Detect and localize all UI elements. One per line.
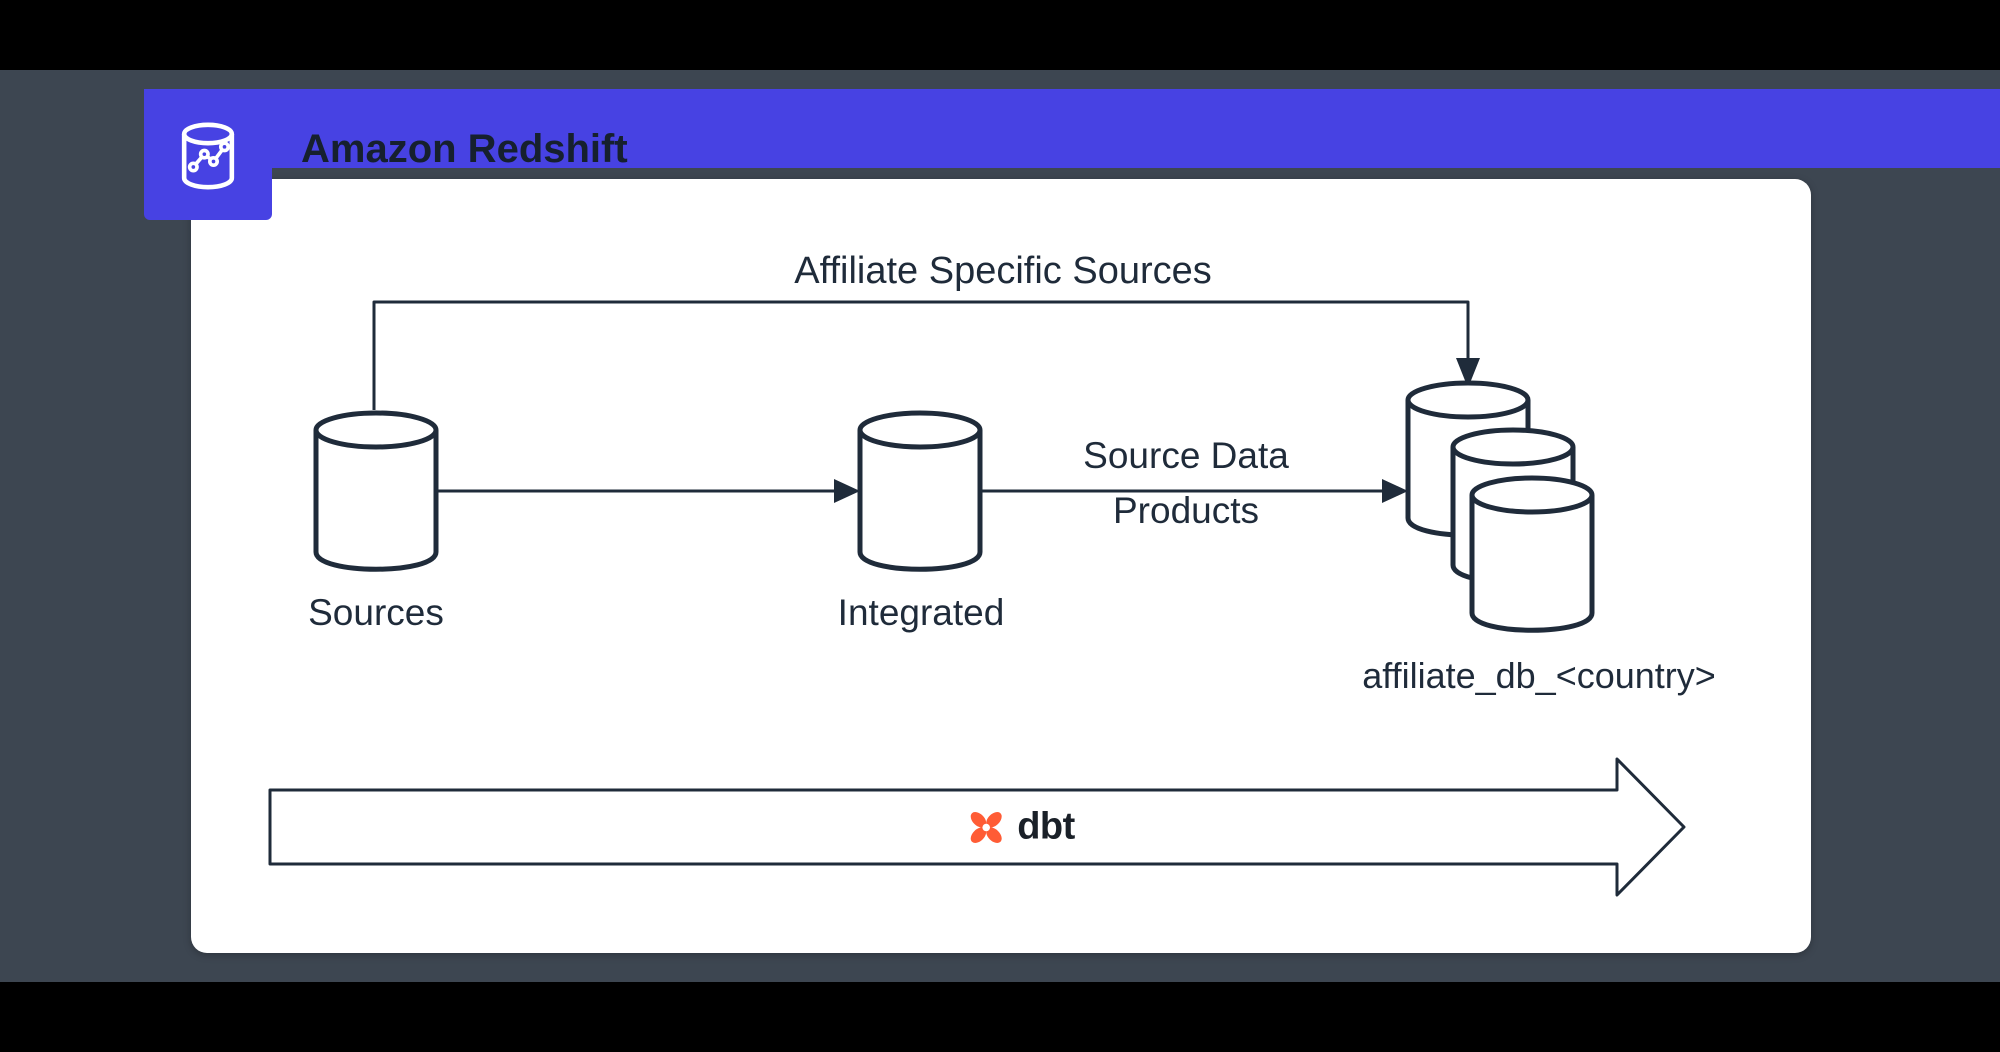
- page-title: Amazon Redshift: [301, 127, 628, 171]
- affiliate-db-label: affiliate_db_<country>: [1362, 655, 1716, 696]
- source-data-products-line1: Source Data: [1083, 435, 1289, 476]
- database-chart-icon: [181, 122, 235, 190]
- integrated-label: Integrated: [837, 592, 1005, 633]
- affiliate-path-label: Affiliate Specific Sources: [794, 250, 1212, 292]
- sources-label: Sources: [308, 592, 444, 633]
- dbt-logo-icon: [970, 811, 1002, 843]
- source-data-products-label: Source Data Products: [1083, 428, 1289, 538]
- top-letterbox-band: [0, 0, 2000, 70]
- dbt-brand: dbt: [965, 806, 1075, 849]
- header-bar: [144, 89, 2000, 168]
- redshift-icon-badge: [144, 92, 272, 220]
- source-data-products-line2: Products: [1112, 490, 1260, 531]
- bottom-letterbox-band: [0, 982, 2000, 1052]
- dbt-wordmark: dbt: [1017, 805, 1075, 848]
